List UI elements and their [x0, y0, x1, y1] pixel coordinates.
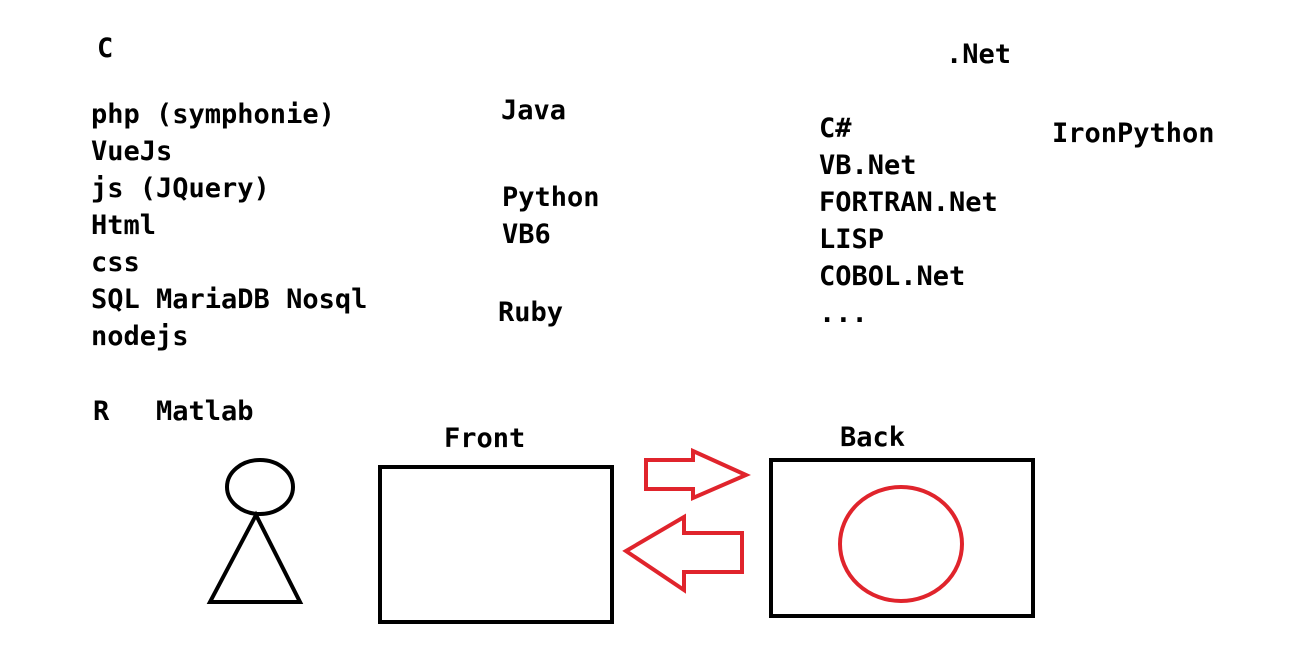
list-item: SQL MariaDB Nosql [91, 284, 368, 315]
back-box [769, 458, 1035, 618]
label-ironpython: IronPython [1052, 118, 1215, 149]
label-ruby: Ruby [498, 297, 564, 328]
list-item: js (JQuery) [91, 173, 270, 204]
head-shape [225, 458, 295, 516]
list-item: Html [91, 210, 157, 241]
label-java: Java [501, 95, 567, 126]
circle-icon [838, 485, 964, 603]
list-item: nodejs [91, 321, 189, 352]
list-item: php (symphonie) [91, 99, 335, 130]
arrow-left-icon [622, 513, 744, 594]
list-item: VueJs [91, 136, 173, 167]
label-python: Python [502, 182, 600, 213]
list-item: css [91, 247, 140, 278]
label-dotnet: .Net [946, 39, 1012, 70]
web-tech-list: php (symphonie) VueJs js (JQuery) Html c… [91, 96, 367, 355]
list-item: C# [819, 113, 852, 144]
list-item: COBOL.Net [819, 261, 966, 292]
body-shape [206, 510, 304, 604]
label-matlab: Matlab [156, 396, 254, 427]
arrow-right-icon [644, 447, 751, 502]
dotnet-lang-list: C# VB.Net FORTRAN.Net LISP COBOL.Net ... [819, 110, 998, 332]
list-item: FORTRAN.Net [819, 187, 998, 218]
front-box [378, 465, 614, 624]
label-back: Back [840, 422, 906, 453]
list-item: VB.Net [819, 150, 917, 181]
label-c: C [97, 33, 114, 64]
stick-figure-icon [206, 458, 304, 604]
label-vb6: VB6 [502, 219, 551, 250]
label-r: R [93, 396, 110, 427]
label-front: Front [444, 423, 526, 454]
list-item: ... [819, 298, 868, 329]
list-item: LISP [819, 224, 885, 255]
